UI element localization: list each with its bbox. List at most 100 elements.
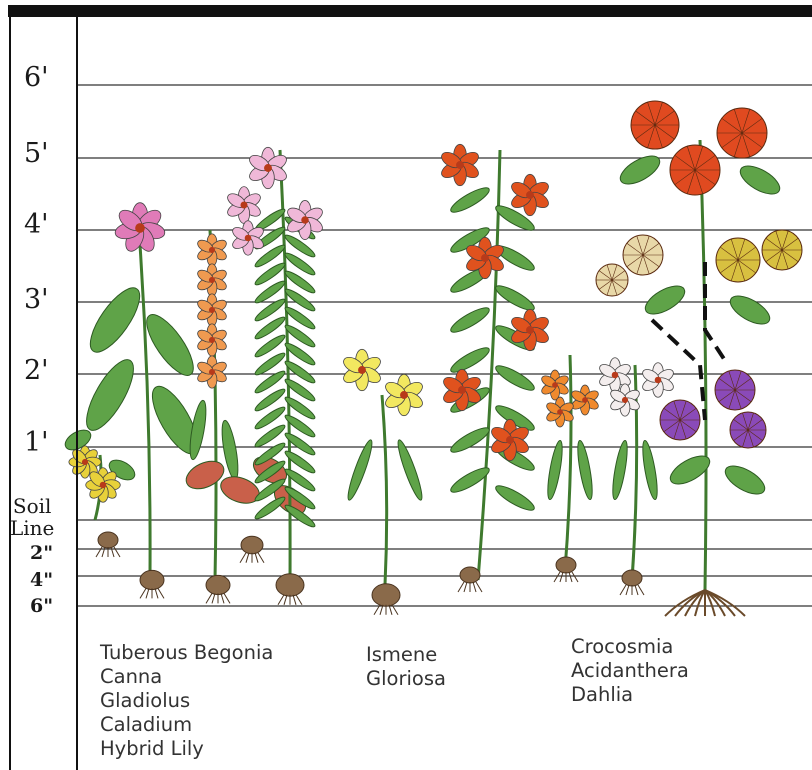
gloriosa-stem bbox=[478, 150, 500, 580]
crocosmia-root bbox=[560, 572, 563, 582]
gloriosa-leaf bbox=[448, 424, 492, 456]
height-label-2ft: 2' bbox=[24, 357, 49, 384]
begonia-flower-1-center bbox=[82, 459, 88, 465]
caladium-root bbox=[246, 553, 249, 563]
gloriosa-flower-0-center bbox=[456, 161, 464, 169]
gladiolus-root bbox=[206, 593, 212, 603]
canna-bulb bbox=[140, 570, 164, 589]
gloriosa-flower-4-center bbox=[458, 386, 466, 394]
plant-group-3: Crocosmia Acidanthera Dahlia bbox=[571, 635, 689, 707]
gladiolus-floret-4-center bbox=[209, 369, 215, 375]
begonia-bulb bbox=[98, 532, 118, 548]
plant-group-2: Ismene Gloriosa bbox=[366, 643, 446, 691]
gloriosa-leaf bbox=[448, 304, 492, 336]
plant-illustrations bbox=[62, 101, 802, 616]
acidanthera-root bbox=[620, 585, 626, 595]
plant-name-tuberous-begonia: Tuberous Begonia bbox=[100, 641, 273, 665]
ismene-leaf bbox=[394, 438, 425, 502]
crocosmia-root bbox=[554, 572, 560, 582]
caladium-root bbox=[240, 553, 246, 563]
height-label-6ft: 6' bbox=[24, 64, 49, 91]
depth-label-6in: 6" bbox=[30, 597, 53, 616]
caladium-bulb bbox=[241, 536, 263, 554]
depth-label-4in: 4" bbox=[30, 571, 53, 590]
plant-group-1: Tuberous Begonia Canna Gladiolus Caladiu… bbox=[100, 641, 273, 761]
plant-name-ismene: Ismene bbox=[366, 643, 446, 667]
canna-flower-center bbox=[135, 223, 145, 233]
lily-flower-4-center bbox=[245, 235, 252, 242]
crocosmia-root bbox=[572, 572, 578, 582]
gloriosa-flower-2-center bbox=[481, 254, 489, 262]
gladiolus-bulb bbox=[206, 575, 230, 594]
caladium-leaf bbox=[217, 472, 263, 508]
caladium-root bbox=[258, 553, 264, 563]
soil-label-line1: Soil bbox=[10, 495, 54, 517]
plant-name-caladium: Caladium bbox=[100, 713, 273, 737]
dahlia-leaf bbox=[726, 290, 774, 329]
gloriosa-root bbox=[476, 582, 482, 592]
acidanthera-leaf bbox=[610, 440, 630, 501]
plant-name-hybrid-lily: Hybrid Lily bbox=[100, 737, 273, 761]
lily-root bbox=[296, 595, 302, 605]
top-border bbox=[8, 5, 812, 17]
height-label-5ft: 5' bbox=[24, 140, 49, 167]
crocosmia-root bbox=[569, 572, 572, 582]
canna-root bbox=[146, 588, 149, 598]
canna-root bbox=[158, 588, 164, 598]
gloriosa-root bbox=[473, 582, 476, 592]
ismene-flower-1-center bbox=[358, 366, 366, 374]
canna-leaf bbox=[78, 353, 142, 436]
acidanthera-leaf bbox=[640, 440, 660, 501]
gloriosa-root bbox=[464, 582, 467, 592]
gladiolus-floret-1-center bbox=[209, 277, 215, 283]
crocosmia-bulb bbox=[556, 557, 576, 573]
soil-label-line2: Line bbox=[10, 517, 54, 539]
lily-root bbox=[293, 595, 296, 605]
lily-root bbox=[284, 595, 287, 605]
plant-name-crocosmia: Crocosmia bbox=[571, 635, 689, 659]
dahlia-leaf bbox=[721, 460, 769, 499]
ismene-leaf bbox=[344, 438, 375, 502]
ismene-bulb bbox=[372, 584, 400, 606]
lily-flower-1-center bbox=[264, 164, 272, 172]
height-label-1ft: 1' bbox=[24, 429, 49, 456]
crocosmia-leaf bbox=[545, 440, 565, 501]
canna-root bbox=[155, 588, 158, 598]
gloriosa-leaf bbox=[448, 344, 492, 376]
gladiolus-floret-0-center bbox=[209, 247, 215, 253]
plant-name-gladiolus: Gladiolus bbox=[100, 689, 273, 713]
gladiolus-root bbox=[212, 593, 215, 603]
soil-line-label: Soil Line bbox=[10, 495, 54, 539]
lily-flower-3-center bbox=[301, 216, 308, 223]
crocosmia-leaf bbox=[575, 440, 595, 501]
plant-name-canna: Canna bbox=[100, 665, 273, 689]
acidanthera-flower-1-center bbox=[612, 372, 619, 379]
height-label-3ft: 3' bbox=[24, 286, 49, 313]
dahlia-stem bbox=[700, 140, 706, 590]
plant-name-dahlia: Dahlia bbox=[571, 683, 689, 707]
gloriosa-flower-1-center bbox=[526, 191, 534, 199]
canna-stem bbox=[140, 245, 150, 575]
gloriosa-leaf bbox=[448, 184, 492, 216]
ismene-stem bbox=[382, 395, 387, 585]
gloriosa-bulb bbox=[460, 567, 480, 583]
gladiolus-root bbox=[221, 593, 224, 603]
crocosmia-flower-3-center bbox=[557, 409, 563, 415]
begonia-flower-2-center bbox=[100, 482, 107, 489]
crocosmia-flower-1-center bbox=[552, 382, 558, 388]
height-label-4ft: 4' bbox=[24, 211, 49, 238]
depth-label-2in: 2" bbox=[30, 544, 53, 563]
dahlia-leaf bbox=[616, 150, 664, 189]
gladiolus-floret-2-center bbox=[209, 307, 215, 313]
lily-flower-2-center bbox=[240, 201, 247, 208]
ismene-flower-2-center bbox=[400, 391, 408, 399]
crocosmia-flower-2-center bbox=[582, 397, 588, 403]
lily-bulb bbox=[276, 574, 304, 596]
gladiolus-root bbox=[224, 593, 230, 603]
gloriosa-flower-5-center bbox=[506, 436, 514, 444]
acidanthera-root bbox=[626, 585, 629, 595]
gloriosa-root bbox=[458, 582, 464, 592]
gloriosa-flower-3-center bbox=[526, 326, 534, 334]
gloriosa-leaf bbox=[493, 482, 537, 514]
